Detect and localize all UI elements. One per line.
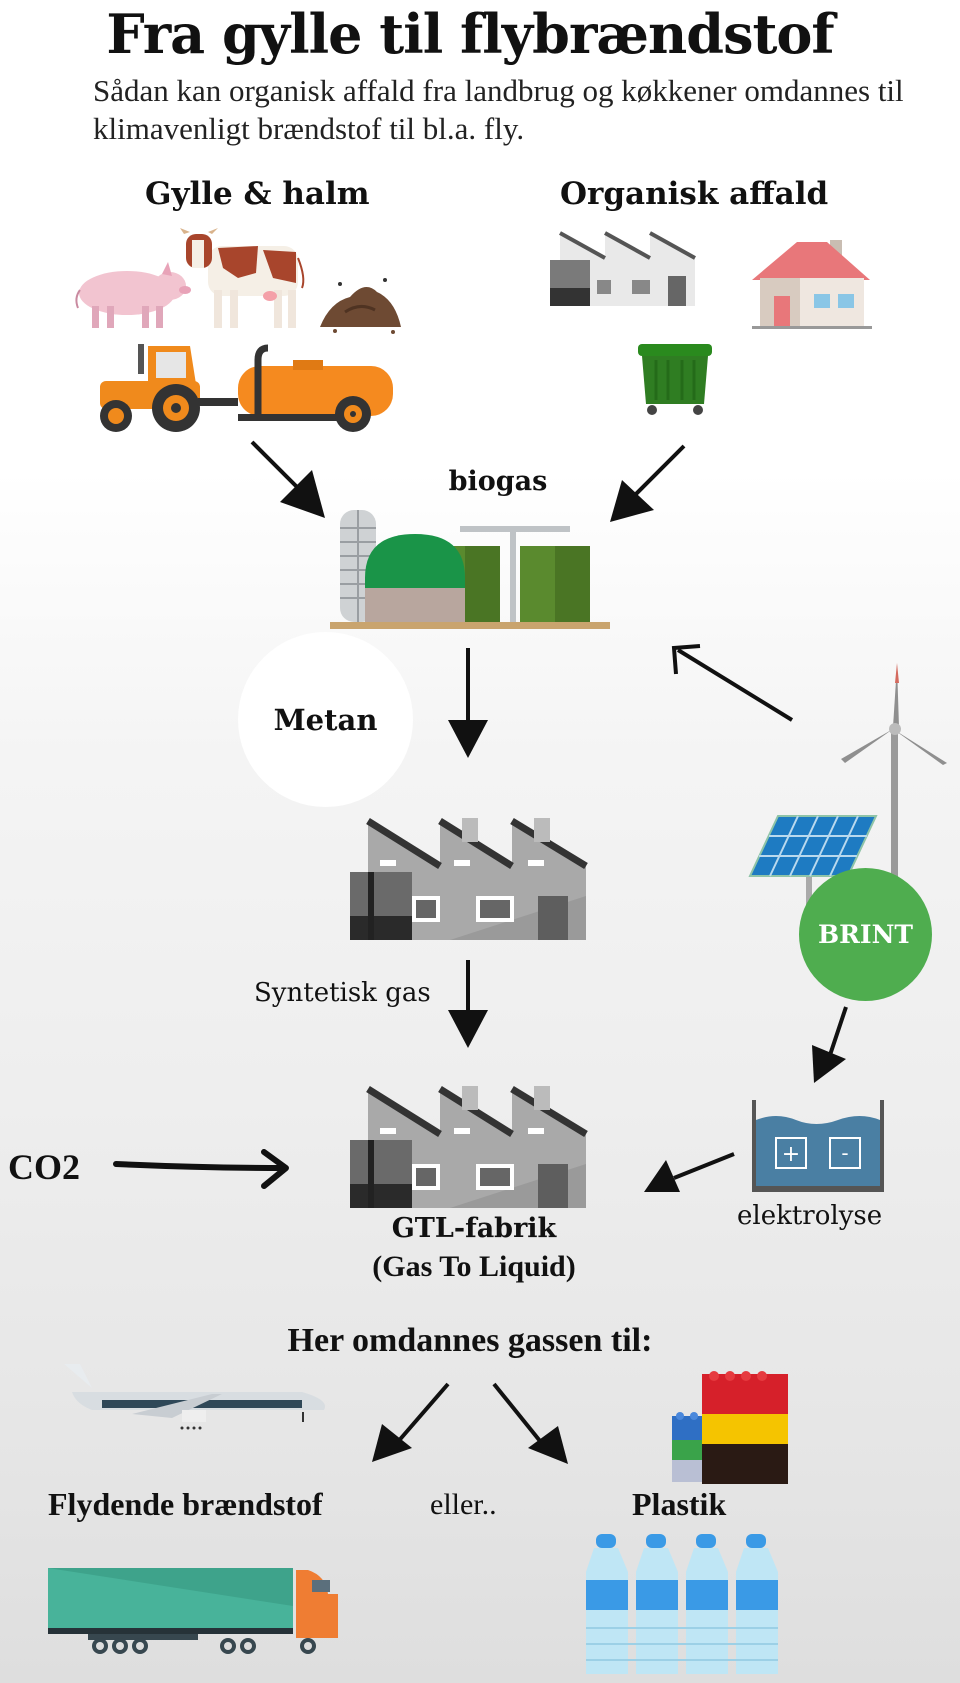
page-subtitle: Sådan kan organisk affald fra landbrug o… (93, 73, 904, 146)
biogas-plant-icon (330, 510, 610, 629)
gtl-label: GTL-fabrik (Gas To Liquid) (340, 1210, 608, 1286)
factory-icon (550, 231, 696, 306)
house-icon (752, 240, 872, 329)
syngas-label: Syntetisk gas (254, 978, 431, 1008)
toy-bricks-icon (672, 1371, 788, 1484)
cow-icon (180, 228, 305, 328)
metan-bubble: Metan (238, 632, 413, 807)
brint-label: BRINT (817, 920, 914, 949)
tractor-with-slurry-tanker-icon (100, 344, 393, 432)
arrow-biogas-to-reformer (448, 648, 488, 758)
biogas-label: biogas (448, 466, 548, 497)
green-waste-bin-icon (638, 344, 712, 415)
syngas-factory-icon (350, 818, 588, 940)
arrow-elektrolyse-to-gtl (644, 1152, 735, 1192)
heading-gylle-halm: Gylle & halm (145, 176, 370, 212)
elektrolyse-label: elektrolyse (737, 1201, 883, 1231)
plastic-bottles-icon (586, 1534, 778, 1674)
heading-organisk-affald: Organisk affald (560, 176, 829, 212)
arrow-to-plastik (492, 1382, 568, 1464)
truck-icon (48, 1568, 338, 1654)
arrow-co2-to-gtl (113, 1149, 289, 1189)
electrolysis-plus: + (782, 1142, 800, 1167)
solar-panel-icon (748, 815, 878, 914)
arrow-reformer-to-gtl (448, 960, 488, 1048)
page-title: Fra gylle til flybrændstof (106, 2, 834, 66)
arrow-from-affald-to-biogas (610, 444, 686, 522)
outputs-heading: Her omdannes gassen til: (287, 1322, 653, 1359)
manure-pile-icon (320, 278, 401, 334)
metan-label: Metan (273, 702, 378, 737)
wind-turbine-icon (841, 663, 947, 885)
gtl-factory-icon (350, 1086, 588, 1208)
plastik-label: Plastik (632, 1486, 727, 1522)
arrow-to-brandstof (372, 1382, 450, 1462)
gtl-label-line2: (Gas To Liquid) (372, 1250, 576, 1283)
arrow-from-gylle-to-biogas (250, 440, 325, 518)
gtl-label-line1: GTL-fabrik (391, 1213, 557, 1244)
co2-label: CO2 (8, 1147, 80, 1187)
electrolysis-minus: - (841, 1141, 848, 1165)
electrolysis-tank-icon: + - (752, 1100, 884, 1192)
arrow-renewables-to-biogas (671, 644, 794, 722)
airplane-icon (64, 1364, 326, 1430)
arrow-brint-to-elektrolyse (812, 1006, 848, 1083)
eller-separator: eller.. (430, 1488, 497, 1521)
flydende-brandstof-label: Flydende brændstof (48, 1486, 323, 1522)
brint-bubble: BRINT (799, 868, 932, 1001)
pig-icon (75, 262, 191, 328)
